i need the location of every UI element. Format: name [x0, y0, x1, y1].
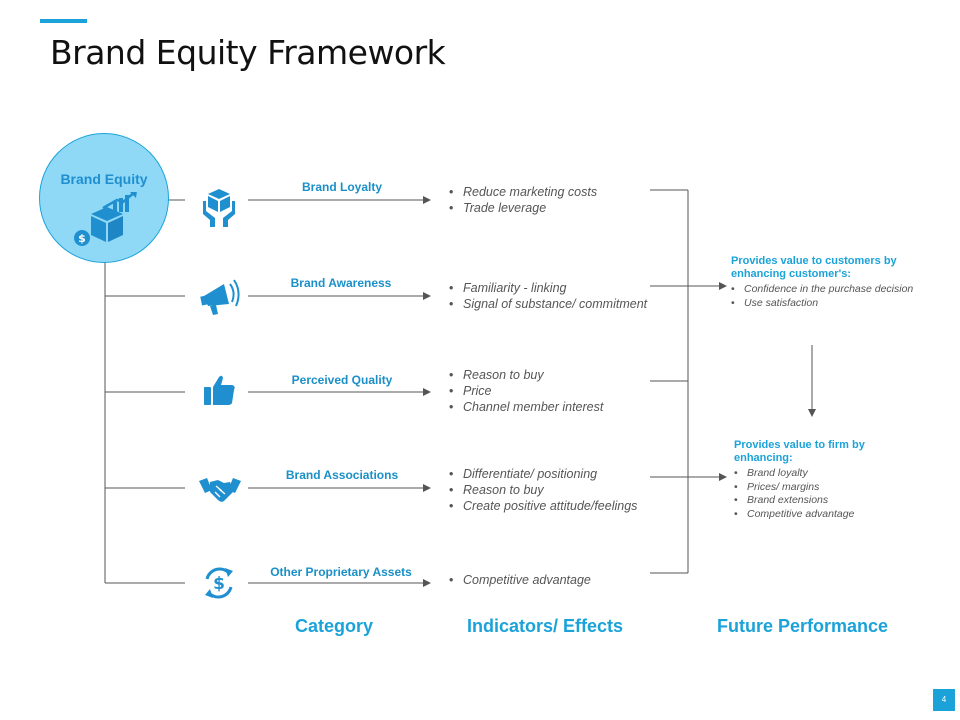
indicators-list: Reason to buy Price Channel member inter… [449, 367, 603, 415]
svg-text:$: $ [78, 232, 86, 245]
indicators-list: Familiarity - linking Signal of substanc… [449, 280, 647, 312]
list-item: Brand loyalty [734, 467, 894, 481]
list-item: Trade leverage [449, 200, 597, 216]
list-item: Reduce marketing costs [449, 184, 597, 200]
list-item: Price [449, 383, 603, 399]
category-label-perceived-quality: Perceived Quality [291, 373, 393, 387]
list-item: Use satisfaction [731, 297, 921, 311]
list-item: Familiarity - linking [449, 280, 647, 296]
performance-firm: Provides value to firm by enhancing: Bra… [734, 439, 894, 521]
performance-customers-list: Confidence in the purchase decision Use … [731, 283, 921, 310]
category-label-brand-associations: Brand Associations [285, 468, 399, 482]
list-item: Confidence in the purchase decision [731, 283, 914, 297]
list-item: Channel member interest [449, 399, 603, 415]
list-item: Create positive attitude/feelings [449, 498, 637, 514]
category-label-brand-awareness: Brand Awareness [290, 276, 392, 290]
indicators-list: Reduce marketing costs Trade leverage [449, 184, 597, 216]
title-accent-bar [40, 19, 87, 23]
performance-firm-list: Brand loyalty Prices/ margins Brand exte… [734, 467, 894, 521]
indicators-list: Differentiate/ positioning Reason to buy… [449, 466, 637, 514]
list-item: Brand extensions [734, 494, 894, 508]
column-heading-indicators: Indicators/ Effects [467, 616, 624, 636]
megaphone-icon [200, 279, 240, 315]
list-item: Prices/ margins [734, 481, 894, 495]
growth-box-icon: $ [74, 192, 137, 246]
column-heading-category: Category [295, 616, 374, 636]
performance-customers-heading: Provides value to customers by enhancing… [731, 255, 897, 280]
handshake-icon [199, 478, 241, 502]
page-number-badge: 4 [933, 689, 955, 711]
performance-customers: Provides value to customers by enhancing… [731, 255, 921, 310]
list-item: Reason to buy [449, 367, 603, 383]
list-item: Differentiate/ positioning [449, 466, 637, 482]
indicators-list: Competitive advantage [449, 572, 591, 588]
list-item: Competitive advantage [449, 572, 591, 588]
category-label-other-proprietary-assets: Other Proprietary Assets [270, 565, 412, 579]
svg-text:$: $ [213, 574, 225, 594]
category-label-brand-loyalty: Brand Loyalty [301, 180, 382, 194]
thumbs-up-icon [204, 375, 235, 405]
list-item: Signal of substance/ commitment [449, 296, 647, 312]
column-heading-future-performance: Future Performance [717, 616, 889, 636]
brand-equity-circle: Brand Equity $ [39, 133, 169, 263]
dollar-cycle-icon: $ [205, 567, 233, 599]
page-title: Brand Equity Framework [50, 33, 446, 72]
list-item: Competitive advantage [734, 508, 894, 522]
list-item: Reason to buy [449, 482, 637, 498]
performance-firm-heading: Provides value to firm by enhancing: [734, 439, 865, 464]
brand-equity-label: Brand Equity [60, 171, 148, 187]
hands-box-icon [203, 189, 235, 227]
